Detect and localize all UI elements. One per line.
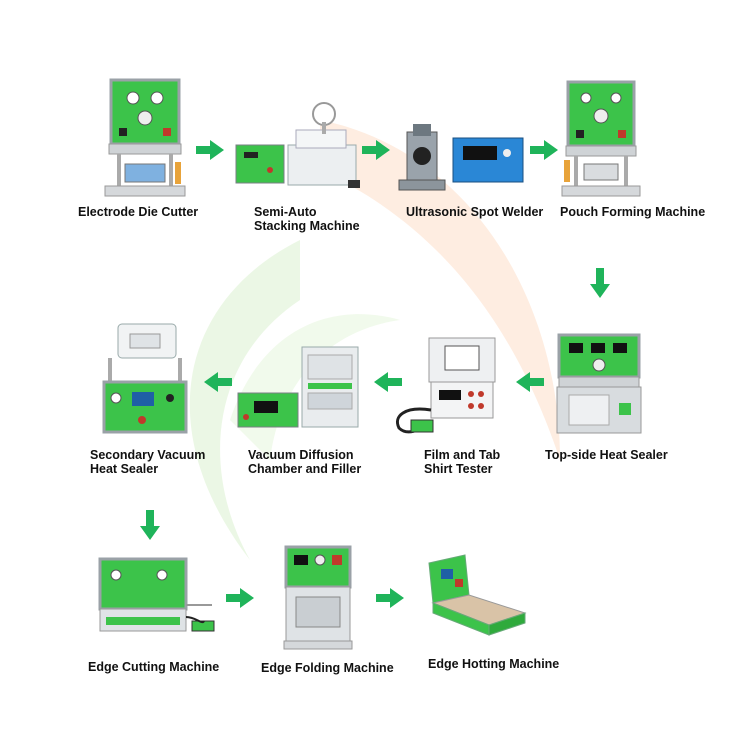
spot-welder-machine-icon <box>398 124 524 191</box>
die-cutter-machine-icon <box>104 78 186 197</box>
step-label-edge-hotting: Edge Hotting Machine <box>428 657 560 671</box>
heat-sealer-machine-icon <box>556 333 642 434</box>
arrow-down-2 <box>140 510 160 540</box>
edge-cutting-machine-icon <box>98 557 215 632</box>
edge-folding-machine-icon <box>283 545 353 650</box>
step-label-pouch-forming: Pouch Forming Machine <box>560 205 706 219</box>
step-label-edge-folding: Edge Folding Machine <box>261 661 394 675</box>
vacuum-chamber-machine-icon <box>237 346 359 428</box>
arrow-down-1 <box>590 268 610 298</box>
arrow-right-3 <box>530 140 558 160</box>
step-label-tester: Film and Tab Shirt Tester <box>424 448 501 476</box>
arrow-right-2 <box>362 140 390 160</box>
arrow-left-3 <box>204 372 232 392</box>
arrow-left-1 <box>516 372 544 392</box>
pouch-forming-machine-icon <box>561 80 641 197</box>
arrow-left-2 <box>374 372 402 392</box>
arrow-right-1 <box>196 140 224 160</box>
arrow-right-5 <box>376 588 404 608</box>
edge-hotting-machine-icon <box>428 554 527 636</box>
step-label-electrode-die-cutter: Electrode Die Cutter <box>78 205 199 219</box>
step-label-vacuum-chamber: Vacuum Diffusion Chamber and Filler <box>248 448 362 476</box>
tester-machine-icon <box>396 337 496 434</box>
arrow-right-4 <box>226 588 254 608</box>
step-label-stacking-machine: Semi-Auto Stacking Machine <box>254 205 360 233</box>
step-label-edge-cutting: Edge Cutting Machine <box>88 660 220 674</box>
stacking-machine-icon <box>235 102 360 188</box>
step-label-heat-sealer: Top-side Heat Sealer <box>545 448 668 462</box>
step-label-vacuum-sealer: Secondary Vacuum Heat Sealer <box>90 448 206 476</box>
vacuum-sealer-machine-icon <box>102 323 188 434</box>
step-label-spot-welder: Ultrasonic Spot Welder <box>406 205 544 219</box>
